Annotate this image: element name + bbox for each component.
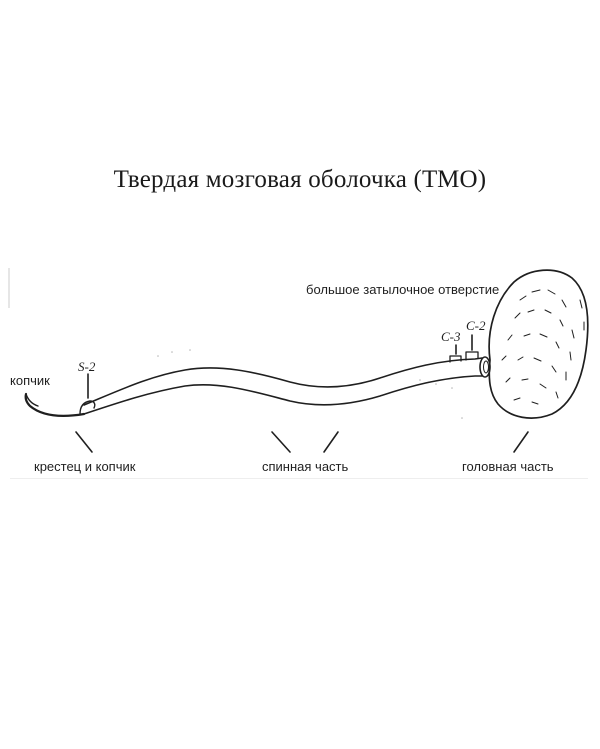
scan-baseline xyxy=(10,478,588,479)
label-sacrum-coccyx: крестец и копчик xyxy=(34,459,136,474)
cranial-sac-hatching xyxy=(501,289,585,405)
pointer-spinal-right xyxy=(323,431,339,453)
pointer-head xyxy=(513,431,529,453)
c3-attachment xyxy=(449,355,462,363)
foramen-ring-inner xyxy=(483,360,489,374)
spinal-tube-upper-outline xyxy=(83,357,483,406)
s2-attachment xyxy=(79,400,96,415)
pointer-sacrum xyxy=(75,431,93,453)
spinal-tube-lower-outline xyxy=(83,375,483,415)
c2-attachment xyxy=(465,351,479,361)
diagram-title: Твердая мозговая оболочка (ТМО) xyxy=(113,166,487,193)
edge-artifact xyxy=(8,268,10,308)
label-c3: C-3 xyxy=(441,329,461,344)
filum-terminale xyxy=(24,392,86,417)
pointer-spinal-left xyxy=(271,431,291,453)
label-coccyx: копчик xyxy=(10,373,50,388)
cranial-sac xyxy=(488,269,589,419)
label-foramen: большое затылочное отверстие xyxy=(306,282,499,297)
pointer-lines xyxy=(75,334,529,453)
label-s2: S-2 xyxy=(78,359,96,374)
label-head-part: головная часть xyxy=(462,459,554,474)
cranial-sac-outline xyxy=(488,269,589,419)
label-c2: C-2 xyxy=(466,318,486,333)
label-spinal-part: спинная часть xyxy=(262,459,348,474)
coccyx-tip xyxy=(25,393,39,407)
scan-speckle xyxy=(157,349,463,419)
spinal-tube xyxy=(24,351,491,417)
